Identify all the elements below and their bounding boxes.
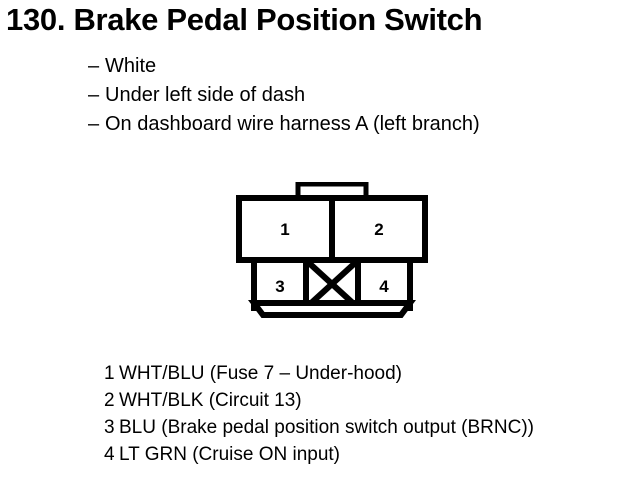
connector-base-skirt [248, 300, 416, 318]
pin-legend-number: 4 [104, 444, 115, 465]
pin-label-1: 1 [280, 220, 289, 239]
pin-label-4: 4 [379, 277, 389, 296]
pin-legend-row-3: 3 BLU (Brake pedal position switch outpu… [104, 414, 634, 441]
pin-label-2: 2 [374, 220, 383, 239]
description-list: – White – Under left side of dash – On d… [88, 52, 608, 139]
page-title: 130. Brake Pedal Position Switch [6, 2, 483, 37]
en-dash-icon: – [88, 55, 100, 77]
description-item-location: – Under left side of dash [88, 81, 608, 110]
pin-legend-description: WHT/BLU (Fuse 7 – Under-hood) [119, 363, 402, 384]
description-item-color: – White [88, 52, 608, 81]
description-item-harness: – On dashboard wire harness A (left bran… [88, 110, 608, 139]
description-item-label: On dashboard wire harness A (left branch… [105, 113, 480, 135]
blocked-cavity-x-icon [306, 260, 358, 308]
pin-legend-number: 2 [104, 390, 115, 411]
pin-legend-description: BLU (Brake pedal position switch output … [119, 417, 535, 438]
pin-legend-row-2: 2 WHT/BLK (Circuit 13) [104, 387, 634, 414]
pin-legend-list: 1 WHT/BLU (Fuse 7 – Under-hood) 2 WHT/BL… [104, 360, 634, 468]
description-item-label: Under left side of dash [105, 84, 306, 106]
pin-legend-row-1: 1 WHT/BLU (Fuse 7 – Under-hood) [104, 360, 634, 387]
pin-legend-number: 3 [104, 417, 115, 438]
pin-legend-description: WHT/BLK (Circuit 13) [119, 390, 302, 411]
pin-legend-number: 1 [104, 363, 115, 384]
connector-pinout-diagram: 1 2 3 4 [236, 182, 428, 318]
pin-label-3: 3 [275, 277, 284, 296]
pin-legend-row-4: 4 LT GRN (Cruise ON input) [104, 441, 634, 468]
en-dash-icon: – [88, 113, 100, 135]
pin-legend-description: LT GRN (Cruise ON input) [119, 444, 341, 465]
en-dash-icon: – [88, 84, 100, 106]
description-item-label: White [105, 55, 157, 77]
connector-upper-housing [236, 195, 428, 263]
